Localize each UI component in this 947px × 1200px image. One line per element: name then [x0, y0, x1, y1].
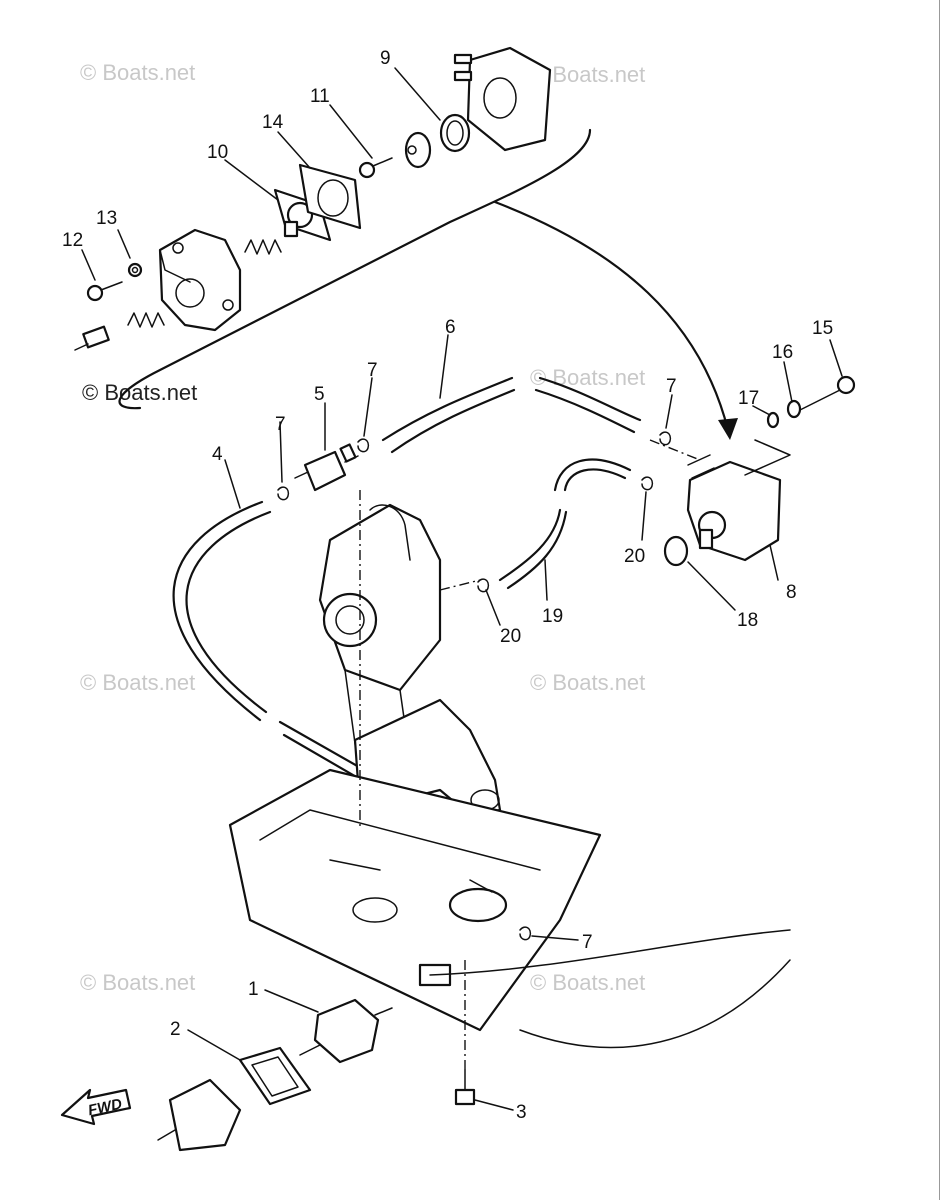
callout-11: 11 [310, 86, 330, 107]
callout-10: 10 [207, 142, 228, 163]
screw-12 [86, 281, 123, 302]
watermark: © Boats.net [82, 380, 197, 405]
callout-13: 13 [96, 208, 117, 229]
callout-17: 17 [738, 388, 759, 409]
bolt-path [744, 439, 791, 476]
washer-13 [127, 262, 143, 278]
centerline [439, 579, 481, 591]
callout-7: 7 [367, 360, 378, 381]
diaphragm-10 [273, 188, 332, 242]
o-ring-18 [663, 535, 689, 567]
fuel-joint-1 [299, 998, 393, 1064]
carburetor [318, 503, 442, 781]
callout-8: 8 [786, 582, 797, 603]
callout-5: 5 [314, 384, 325, 405]
bolt-3 [454, 1069, 476, 1106]
callout-6: 6 [445, 317, 456, 338]
leader-lines [81, 67, 843, 1111]
watermark: © Boats.net [80, 60, 195, 85]
watermark: © Boats.net [530, 670, 645, 695]
callout-18: 18 [737, 610, 758, 631]
callout-9: 9 [380, 48, 391, 69]
callout-19: 19 [542, 606, 563, 627]
arrowhead-icon [718, 418, 738, 440]
gasket-14 [298, 163, 362, 230]
pump-body-exploded [158, 228, 242, 332]
watermark: © Boats.net [530, 365, 645, 390]
page-edge-divider [939, 0, 943, 1200]
watermark: © Boats.net [530, 970, 645, 995]
hose-upper [553, 458, 632, 492]
callout-4: 4 [212, 444, 223, 465]
detail-arrow [493, 200, 730, 432]
spring-small [127, 312, 165, 328]
screw-11 [358, 157, 393, 179]
callout-3: 3 [516, 1102, 527, 1123]
callout-1: 1 [248, 979, 259, 1000]
fwd-label: FWD [87, 1096, 124, 1120]
hose-19 [498, 508, 568, 590]
callout-20: 20 [500, 626, 521, 647]
watermark: © Boats.net [80, 670, 195, 695]
watermark: © Boats.net [80, 970, 195, 995]
tank-contour [429, 929, 791, 1049]
callout-labels: 1 2 3 4 5 6 7 7 7 7 7 8 9 10 11 12 13 14… [62, 48, 833, 1123]
bolt-15 [799, 375, 856, 411]
callout-2: 2 [170, 1019, 181, 1040]
fwd-arrow-icon: FWD [60, 1088, 132, 1126]
hose-6 [381, 376, 516, 454]
callout-7: 7 [582, 932, 593, 953]
callout-7: 7 [275, 414, 286, 435]
callout-20: 20 [624, 546, 645, 567]
callout-15: 15 [812, 318, 833, 339]
pump-cover [453, 46, 552, 152]
fuel-filter-5 [294, 443, 359, 492]
hose-4 [172, 500, 272, 722]
callout-16: 16 [772, 342, 793, 363]
fuel-pump-8 [686, 454, 782, 562]
watermark-group: © Boats.net © Boats.net © Boats.net © Bo… [80, 60, 645, 995]
centerline [649, 439, 701, 461]
washer-17 [766, 411, 780, 429]
check-valve-spring [244, 239, 282, 255]
hose-clip [277, 431, 672, 941]
o-ring-9 [439, 113, 471, 153]
callout-12: 12 [62, 230, 83, 251]
grommet-2 [238, 1046, 312, 1106]
fuel-tank [228, 768, 602, 1032]
fuel-connector [157, 1078, 242, 1152]
callout-14: 14 [262, 112, 284, 133]
callout-7: 7 [666, 376, 677, 397]
cam-disc [404, 131, 432, 169]
hose-6-end [534, 376, 642, 434]
inset-boundary-line [118, 128, 592, 410]
valve-plunger [74, 325, 110, 351]
washer-16 [786, 399, 802, 419]
